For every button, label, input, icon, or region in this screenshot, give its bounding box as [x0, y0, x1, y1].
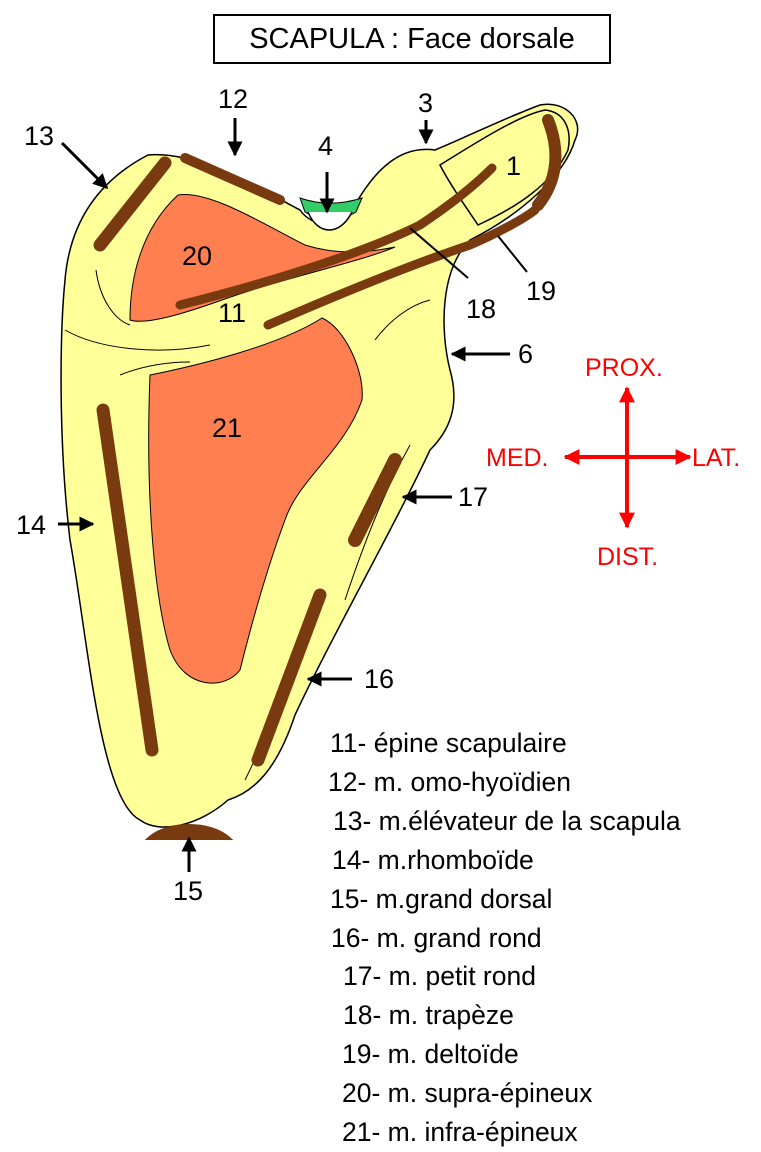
- legend-item-16: 16- m. grand rond: [325, 919, 681, 958]
- legend-item-18: 18- m. trapèze: [325, 996, 681, 1035]
- label-3: 3: [418, 88, 433, 118]
- label-20: 20: [182, 241, 212, 271]
- legend-item-12: 12- m. omo-hyoïdien: [325, 763, 681, 802]
- legend-item-15: 15- m.grand dorsal: [325, 880, 681, 919]
- label-13: 13: [24, 121, 54, 151]
- label-18: 18: [466, 294, 496, 324]
- legend-item-14: 14- m.rhomboïde: [325, 841, 681, 880]
- arrow-13: [62, 143, 107, 188]
- label-6: 6: [518, 339, 533, 369]
- label-16: 16: [364, 664, 394, 694]
- label-14: 14: [16, 510, 46, 540]
- legend-item-11: 11- épine scapulaire: [325, 724, 681, 763]
- label-4: 4: [318, 131, 333, 161]
- direction-prox: PROX.: [585, 354, 663, 382]
- legend-item-20: 20- m. supra-épineux: [325, 1074, 681, 1113]
- legend-item-17: 17- m. petit rond: [325, 957, 681, 996]
- label-11: 11: [218, 298, 246, 328]
- direction-dist: DIST.: [597, 543, 658, 571]
- direction-med: MED.: [486, 444, 549, 472]
- label-15: 15: [173, 876, 203, 906]
- label-19: 19: [526, 276, 556, 306]
- direction-lat: LAT.: [692, 444, 740, 472]
- pointer-19: [498, 236, 527, 272]
- label-12: 12: [218, 84, 248, 114]
- label-1: 1: [506, 151, 521, 181]
- label-21: 21: [212, 413, 242, 443]
- label-17: 17: [458, 482, 488, 512]
- legend-item-21: 21- m. infra-épineux: [325, 1113, 681, 1152]
- legend-item-19: 19- m. deltoïde: [325, 1035, 681, 1074]
- legend-item-13: 13- m.élévateur de la scapula: [325, 802, 681, 841]
- legend: 11- épine scapulaire 12- m. omo-hyoïdien…: [325, 724, 681, 1152]
